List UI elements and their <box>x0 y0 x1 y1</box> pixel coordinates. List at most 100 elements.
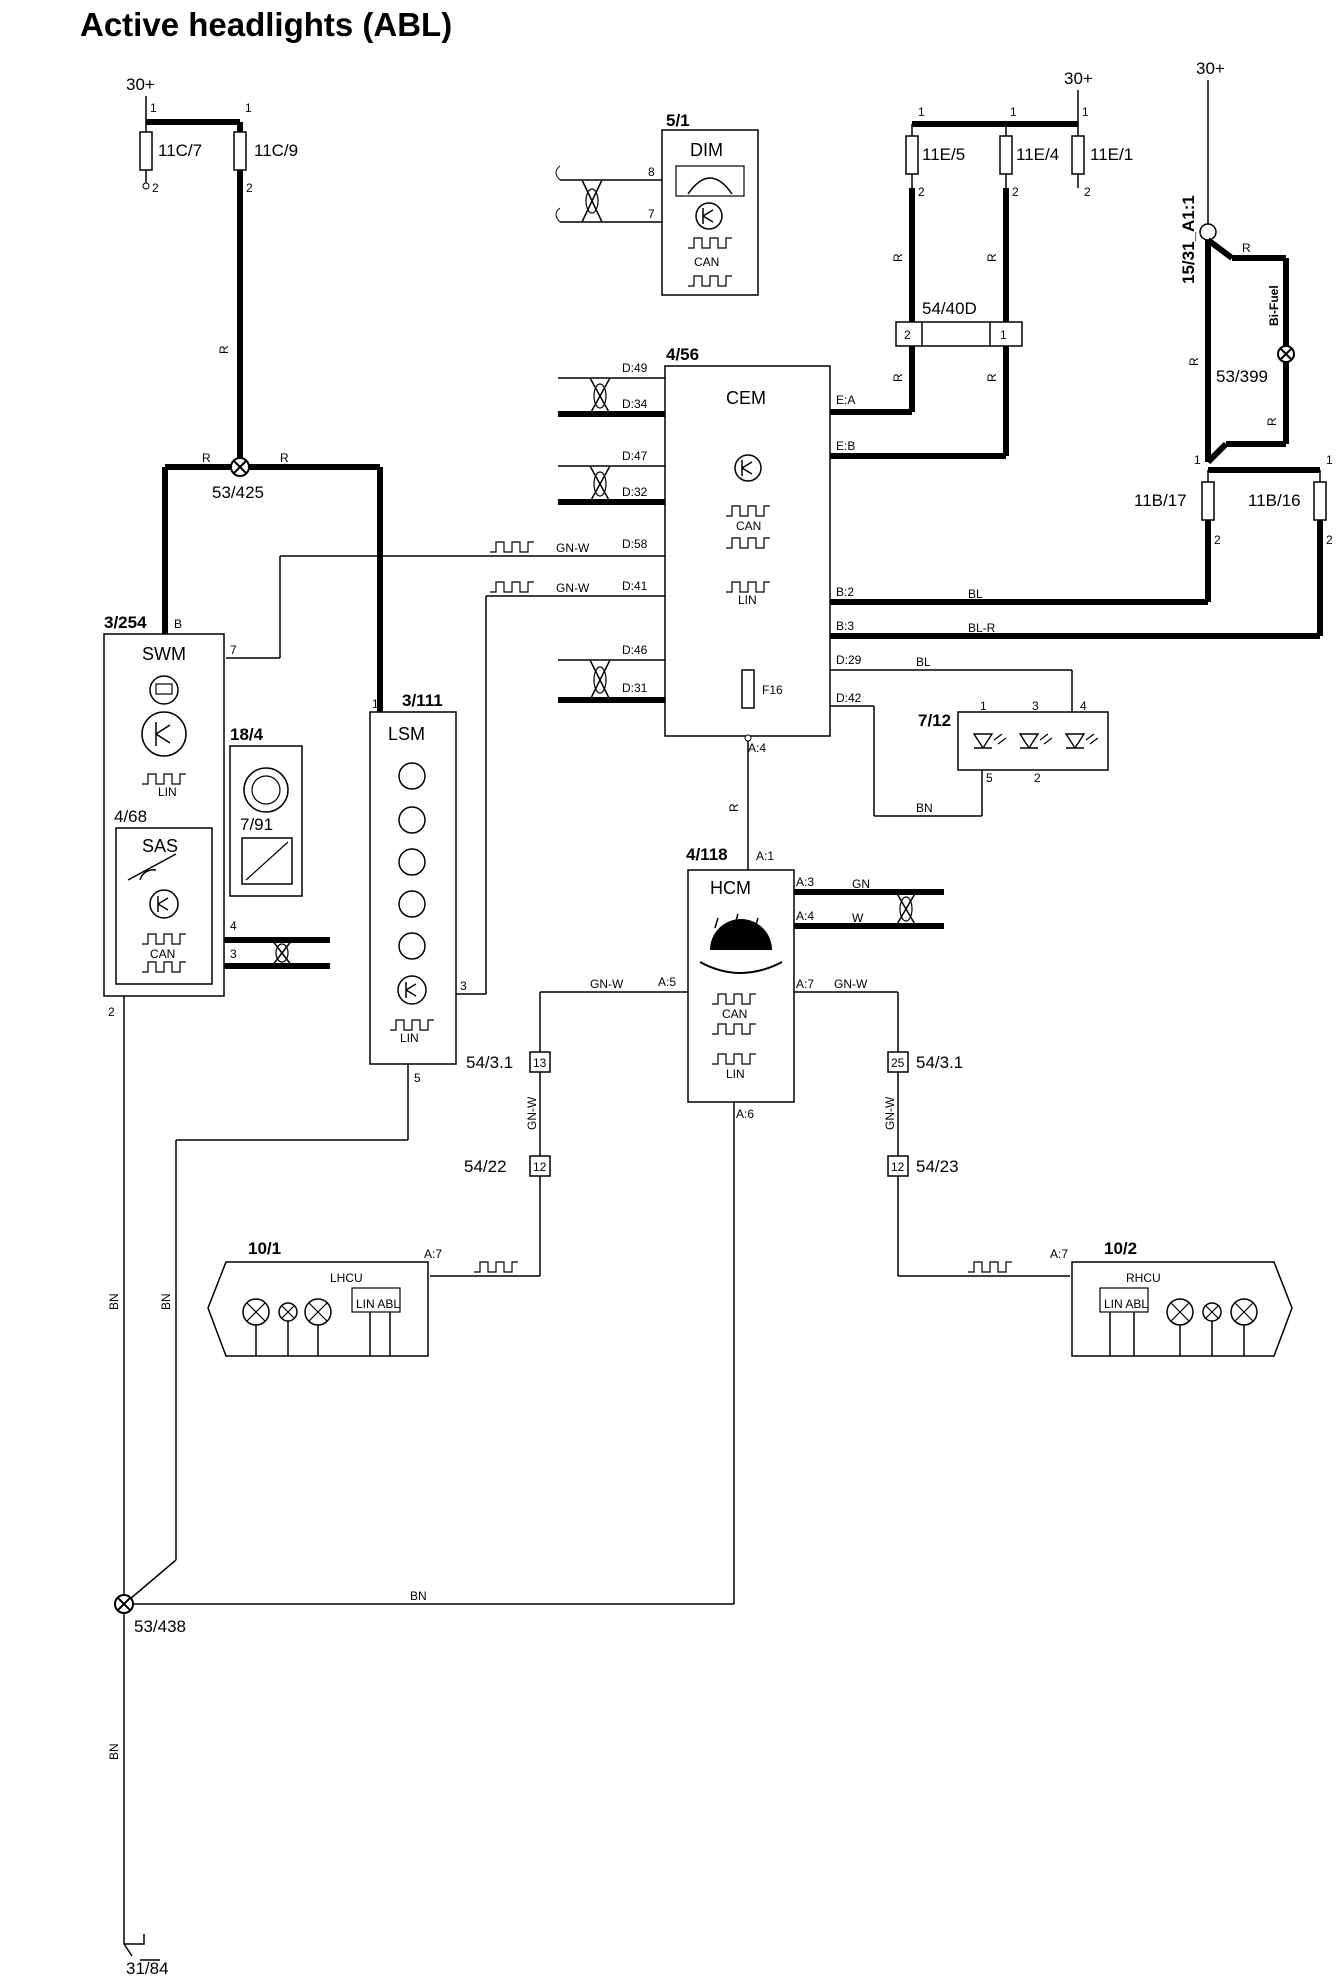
svg-text:3/111: 3/111 <box>402 691 443 710</box>
swm-module: 3/254 B SWM LIN 7 4 3 2 4/68 SAS CAN 18/… <box>103 613 330 1600</box>
fuse-11c7 <box>139 131 153 171</box>
svg-text:R: R <box>891 253 905 262</box>
svg-text:53/425: 53/425 <box>212 483 264 502</box>
svg-text:3: 3 <box>460 979 467 993</box>
svg-text:GN-W: GN-W <box>556 581 590 595</box>
lamp-7-12: 7/12 1 3 4 5 2 <box>918 699 1109 785</box>
svg-text:4/68: 4/68 <box>114 807 147 826</box>
svg-text:18/4: 18/4 <box>230 725 264 744</box>
svg-text:54/23: 54/23 <box>916 1157 959 1176</box>
svg-text:BN: BN <box>107 1743 121 1760</box>
svg-text:11E/5: 11E/5 <box>922 145 965 164</box>
svg-text:Bi-Fuel: Bi-Fuel <box>1267 285 1281 326</box>
svg-text:R: R <box>985 373 999 382</box>
svg-text:11C/7: 11C/7 <box>158 141 202 160</box>
svg-text:4/56: 4/56 <box>666 345 699 364</box>
svg-text:53/399: 53/399 <box>1216 367 1268 386</box>
svg-text:54/3.1: 54/3.1 <box>916 1053 963 1072</box>
svg-text:D:34: D:34 <box>622 397 648 411</box>
svg-text:2: 2 <box>918 185 925 199</box>
svg-text:2: 2 <box>1326 533 1333 547</box>
svg-text:LIN ABL: LIN ABL <box>356 1297 400 1311</box>
svg-text:4/118: 4/118 <box>686 845 728 864</box>
svg-text:54/22: 54/22 <box>464 1157 507 1176</box>
svg-text:E:A: E:A <box>836 393 855 407</box>
svg-text:GN-W: GN-W <box>590 977 624 991</box>
svg-text:R: R <box>727 803 741 812</box>
svg-text:B: B <box>174 617 182 631</box>
svg-text:F16: F16 <box>762 683 783 697</box>
svg-text:1: 1 <box>245 101 252 115</box>
svg-text:R: R <box>280 451 289 465</box>
supply-11b: 30+ 15/31_A1:1 R R R Bi-Fuel 53/399 1 1 … <box>830 59 1333 639</box>
svg-text:1: 1 <box>980 699 987 713</box>
supply-11e: 30+ 1 1 1 11E/5 11E/4 11E/1 2 2 2 R R 54… <box>830 69 1133 459</box>
svg-text:1: 1 <box>1194 453 1201 467</box>
svg-text:7: 7 <box>230 643 237 657</box>
svg-text:R: R <box>1265 417 1279 426</box>
svg-text:1: 1 <box>1000 328 1007 342</box>
svg-text:30+: 30+ <box>1196 59 1225 78</box>
svg-text:GN-W: GN-W <box>883 1096 897 1130</box>
svg-text:2: 2 <box>152 181 159 195</box>
svg-text:D:58: D:58 <box>622 537 648 551</box>
svg-text:2: 2 <box>1012 185 1019 199</box>
rhcu-module: 10/2 A:7 RHCU LIN ABL <box>1050 1239 1293 1357</box>
svg-text:BL: BL <box>968 587 983 601</box>
svg-text:R: R <box>202 451 211 465</box>
ground-splice: 53/438 BN 31/84 <box>107 1594 186 1978</box>
svg-text:LIN: LIN <box>738 593 757 607</box>
svg-text:3: 3 <box>230 947 237 961</box>
svg-text:GN: GN <box>852 877 870 891</box>
svg-text:A:1: A:1 <box>756 849 774 863</box>
svg-text:4: 4 <box>230 919 237 933</box>
svg-text:2: 2 <box>1034 771 1041 785</box>
svg-text:GN-W: GN-W <box>556 541 590 555</box>
lin-connectors: 13 54/3.1 GN-W 12 54/22 25 54/3.1 GN-W 1… <box>430 1051 1070 1277</box>
svg-text:RHCU: RHCU <box>1126 1271 1161 1285</box>
svg-text:BN: BN <box>410 1589 427 1603</box>
svg-text:D:49: D:49 <box>622 361 648 375</box>
svg-text:A:4: A:4 <box>796 909 814 923</box>
svg-text:1: 1 <box>1010 105 1017 119</box>
svg-text:10/2: 10/2 <box>1104 1239 1137 1258</box>
cem-module: 4/56 CEM CAN LIN F16 D:49 D:34 D:47 D:32… <box>226 345 1073 995</box>
svg-text:R: R <box>891 373 905 382</box>
svg-text:30+: 30+ <box>1064 69 1093 88</box>
svg-text:CAN: CAN <box>150 947 175 961</box>
supply-11c: 30+ 1 1 11C/7 11C/9 2 2 R <box>126 75 298 467</box>
svg-text:SWM: SWM <box>142 644 186 664</box>
svg-text:D:42: D:42 <box>836 691 862 705</box>
svg-text:BN: BN <box>107 1293 121 1310</box>
supply-label: 30+ <box>126 75 155 94</box>
svg-text:15/31_A1:1: 15/31_A1:1 <box>1179 195 1198 284</box>
svg-text:5: 5 <box>414 1071 421 1085</box>
svg-text:CAN: CAN <box>722 1007 747 1021</box>
svg-text:11B/16: 11B/16 <box>1248 491 1301 510</box>
svg-text:53/438: 53/438 <box>134 1617 186 1636</box>
svg-text:CEM: CEM <box>726 388 766 408</box>
svg-text:54/40D: 54/40D <box>922 299 977 318</box>
svg-text:A:6: A:6 <box>736 1107 754 1121</box>
svg-text:1: 1 <box>1326 453 1333 467</box>
svg-text:LSM: LSM <box>388 724 425 744</box>
svg-text:13: 13 <box>533 1056 547 1070</box>
svg-text:11E/4: 11E/4 <box>1016 145 1059 164</box>
svg-text:B:2: B:2 <box>836 585 854 599</box>
svg-text:GN-W: GN-W <box>834 977 868 991</box>
svg-text:D:29: D:29 <box>836 653 862 667</box>
svg-text:2: 2 <box>108 1005 115 1019</box>
svg-text:LIN ABL: LIN ABL <box>1104 1297 1148 1311</box>
svg-text:11E/1: 11E/1 <box>1090 145 1133 164</box>
lsm-module: 3/111 1 LSM LIN 3 5 BN <box>123 691 467 1605</box>
svg-text:BN: BN <box>916 801 933 815</box>
svg-text:D:31: D:31 <box>622 681 648 695</box>
svg-text:A:4: A:4 <box>748 741 766 755</box>
svg-text:1: 1 <box>918 105 925 119</box>
svg-text:1: 1 <box>372 697 379 711</box>
svg-text:11C/9: 11C/9 <box>254 141 298 160</box>
svg-text:25: 25 <box>891 1056 905 1070</box>
svg-text:11B/17: 11B/17 <box>1134 491 1187 510</box>
svg-text:3: 3 <box>1032 699 1039 713</box>
